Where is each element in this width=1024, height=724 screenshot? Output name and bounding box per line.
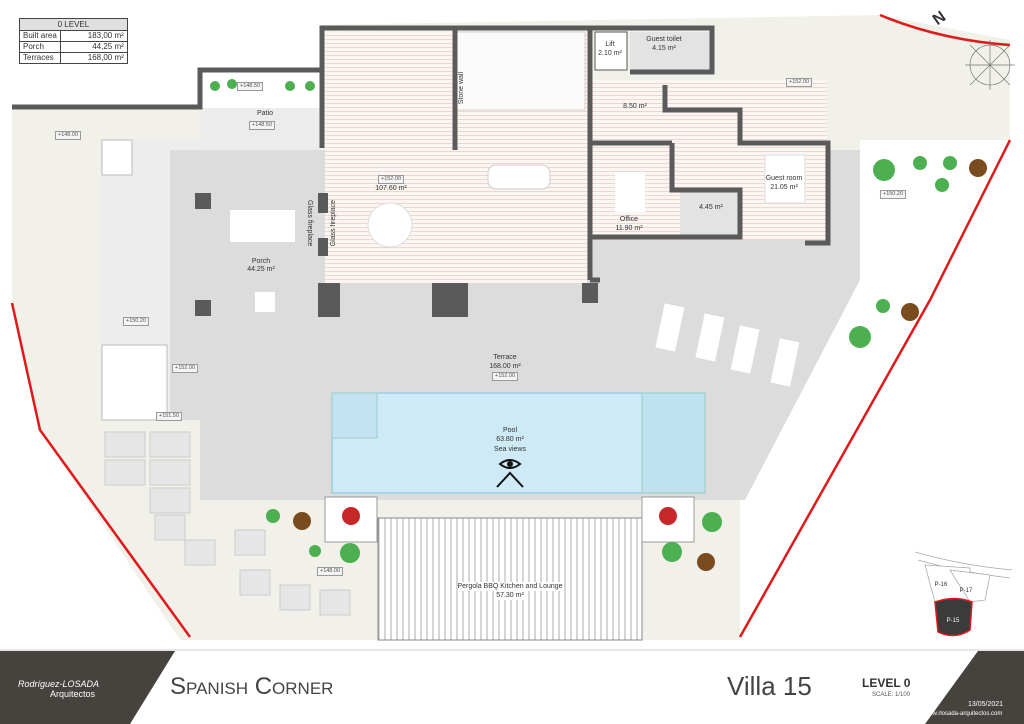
compass-rose-icon (965, 40, 1015, 90)
exterior-stairs (101, 139, 168, 421)
guest-room-area: 21.05 m² (770, 184, 798, 191)
key-plot-label-current: P-15 (946, 618, 960, 624)
level-marker: +152.00 (377, 175, 405, 184)
key-plan (914, 551, 1013, 637)
sofa (487, 164, 551, 190)
porch-label: Porch (251, 258, 271, 265)
date-label: 13/05/2021 (968, 701, 1004, 708)
area-table-title: 0 LEVEL (19, 18, 128, 31)
scale-label: SCALE: 1/100 (872, 692, 911, 698)
key-plot-label: P-17 (959, 588, 973, 594)
glass-fireplace-label: Glass fireplace (306, 200, 313, 247)
lift-label: Lift (605, 41, 615, 48)
terrace-area: 168.00 m² (489, 363, 521, 370)
level-marker: +148.00 (316, 567, 344, 576)
level-title: LEVEL 0 (862, 676, 911, 690)
pool-beach (641, 392, 706, 494)
walls (12, 25, 831, 283)
lift-shaft (594, 31, 628, 71)
glass-fireplace-label: Glass fireplace (330, 200, 337, 247)
patio-label: Patio (257, 110, 273, 117)
office-area: 11.90 m² (615, 225, 643, 232)
level-marker: +151.50 (155, 412, 183, 421)
bath-floor (680, 190, 740, 235)
level-marker: +150.20 (122, 317, 150, 326)
pool-area: 63.80 m² (496, 436, 524, 443)
title-block-background (0, 649, 1024, 724)
guest-room-label: Guest room (765, 175, 803, 182)
desk (615, 172, 645, 212)
sea-view-eye-icon (496, 459, 524, 488)
title-block: Rodríguez-LOSADA Arquitectos Spanish Cor… (0, 649, 1024, 724)
coffee-table (255, 292, 275, 312)
pool-steps (331, 392, 378, 439)
guest-toilet-label: Guest toilet (646, 36, 682, 43)
guest-toilet-floor (630, 32, 710, 70)
office-label: Office (619, 216, 639, 223)
sun-loungers (655, 303, 800, 387)
porch-area: 44.25 m² (247, 266, 275, 273)
dining-table (230, 210, 295, 242)
pergola-area: 57.30 m² (496, 591, 524, 600)
stairs (454, 31, 586, 111)
plants (210, 79, 987, 571)
level-marker: +148.00 (54, 131, 82, 140)
columns (195, 193, 598, 317)
bath-area: 4.45 m² (699, 204, 723, 211)
guest-toilet-area: 4.15 m² (652, 45, 676, 52)
level-marker: +152.00 (491, 372, 519, 381)
level-marker: +152.00 (171, 364, 199, 373)
bed (764, 154, 806, 204)
rose-left-icon (342, 507, 360, 525)
level-marker: +148.50 (236, 82, 264, 91)
plot-boundary (10, 13, 1012, 638)
pergola (377, 517, 643, 641)
lift-area: 2.10 m² (598, 50, 622, 57)
firm-subtitle: Arquitectos (50, 689, 96, 699)
website-link[interactable]: www.rlosada-arquitectos.com (924, 711, 1003, 717)
key-plot-label: P-16 (934, 582, 948, 588)
pool-label: Pool (502, 427, 518, 434)
level-marker: +148.50 (248, 121, 276, 130)
level-marker: +150.20 (879, 190, 907, 199)
villa-title: Villa 15 (727, 671, 812, 701)
pergola-label: Pergola BBQ Kitchen and Lounge (457, 582, 563, 591)
sea-views-label: Sea views (494, 446, 526, 453)
terrace-label: Terrace (493, 354, 517, 361)
living-area: 107.60 m² (375, 185, 407, 192)
round-table (367, 202, 413, 248)
hall-area: 8.50 m² (623, 103, 647, 110)
floor-plan (10, 13, 1015, 641)
project-title: Spanish Corner (170, 673, 334, 700)
level-marker: +152.00 (785, 78, 813, 87)
paving-stones (104, 431, 351, 616)
rose-right-icon (659, 507, 677, 525)
firm-name: Rodríguez-LOSADA (18, 679, 100, 689)
stone-wall-label: Stone wall (458, 72, 465, 105)
